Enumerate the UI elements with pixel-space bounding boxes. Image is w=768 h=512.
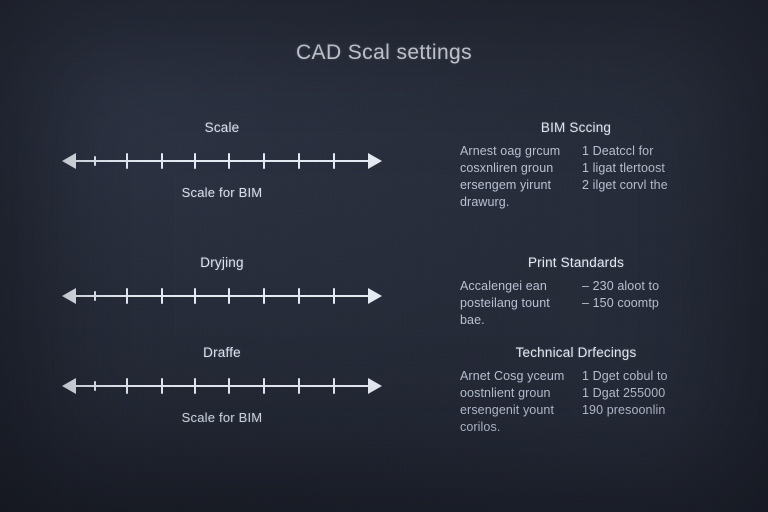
text-block-2-column-right: – 230 aloot to – 150 coomtp [582, 278, 692, 329]
text-block-2-column-left: Accalengei ean posteilang tount bae. [460, 278, 572, 329]
body-line: – 150 coomtp [582, 296, 659, 310]
body-line: 2 ilget corvl the [582, 178, 668, 192]
arrow-right-icon [368, 378, 382, 394]
text-block-3-column-right: 1 Dget cobul to 1 Dgat 255000 190 presoo… [582, 368, 692, 436]
axis-tick [263, 378, 265, 394]
axis-tick [228, 378, 230, 394]
axis-tick [228, 288, 230, 304]
scale-bar-1-axis [62, 148, 382, 174]
body-line: bae. [460, 313, 485, 327]
axis-tick [298, 153, 300, 169]
text-block-3-column-left: Arnet Cosg yceum oostnlient groun erseng… [460, 368, 572, 436]
body-line: – 230 aloot to [582, 279, 660, 293]
text-block-print-standards: Print Standards Accalengei ean posteilan… [460, 255, 692, 329]
body-line: Arnest oag grcum [460, 144, 561, 158]
body-line: 1 Dget cobul to [582, 369, 668, 383]
body-line: 1 Deatccl for [582, 144, 654, 158]
axis-tick [194, 153, 196, 169]
arrow-right-icon [368, 288, 382, 304]
text-block-1-body: Arnest oag grcum cosxnliren groun erseng… [460, 143, 692, 211]
body-line: ersengenit yount [460, 403, 555, 417]
axis-tick [94, 291, 96, 301]
arrow-left-icon [62, 288, 76, 304]
text-block-1-column-left: Arnest oag grcum cosxnliren groun erseng… [460, 143, 572, 211]
arrow-left-icon [62, 153, 76, 169]
axis-tick [263, 288, 265, 304]
scale-bar-3-caption: Scale for BIM [181, 410, 263, 425]
body-line: Arnet Cosg yceum [460, 369, 565, 383]
axis-tick [333, 378, 335, 394]
scale-bar-2: Dryjing [62, 255, 382, 309]
scale-bar-3-axis [62, 373, 382, 399]
page-title: CAD Scal settings [295, 41, 473, 64]
text-block-3-body: Arnet Cosg yceum oostnlient groun erseng… [460, 368, 692, 436]
scale-bar-2-label: Dryjing [200, 255, 244, 270]
body-line: oostnlient groun [460, 386, 551, 400]
axis-line [72, 160, 372, 162]
body-line: cosxnliren groun [460, 161, 554, 175]
axis-tick [126, 153, 128, 169]
arrow-left-icon [62, 378, 76, 394]
text-block-2-heading: Print Standards [527, 255, 625, 270]
axis-tick [263, 153, 265, 169]
axis-tick [194, 378, 196, 394]
body-line: 1 Dgat 255000 [582, 386, 666, 400]
body-line: posteilang tount [460, 296, 550, 310]
axis-tick [161, 288, 163, 304]
arrow-right-icon [368, 153, 382, 169]
axis-tick [161, 153, 163, 169]
body-line: drawurg. [460, 195, 510, 209]
body-line: corilos. [460, 420, 501, 434]
text-block-2-body: Accalengei ean posteilang tount bae. – 2… [460, 278, 692, 329]
text-block-1-column-right: 1 Deatccl for 1 ligat tlertoost 2 ilget … [582, 143, 692, 211]
body-line: ersengem yirunt [460, 178, 552, 192]
body-line: 190 presoonlin [582, 403, 666, 417]
axis-tick [94, 381, 96, 391]
text-block-bim-scaling: BIM Sccing Arnest oag grcum cosxnliren g… [460, 120, 692, 211]
axis-tick [333, 153, 335, 169]
scale-bar-3: Draffe Scale for BIM [62, 345, 382, 427]
scale-bar-1-caption: Scale for BIM [181, 185, 263, 200]
axis-tick [298, 378, 300, 394]
scale-bar-2-axis [62, 283, 382, 309]
text-block-1-heading: BIM Sccing [540, 120, 612, 135]
body-line: 1 ligat tlertoost [582, 161, 665, 175]
body-line: Accalengei ean [460, 279, 547, 293]
scale-bar-1: Scale Scale for BIM [62, 120, 382, 202]
scale-bar-1-label: Scale [204, 120, 240, 135]
axis-tick [94, 156, 96, 166]
axis-tick [298, 288, 300, 304]
axis-tick [126, 378, 128, 394]
axis-tick [161, 378, 163, 394]
scale-bar-3-label: Draffe [203, 345, 241, 360]
axis-tick [228, 153, 230, 169]
axis-tick [126, 288, 128, 304]
axis-line [72, 295, 372, 297]
text-block-3-heading: Technical Drfecings [515, 345, 637, 360]
text-block-technical-drawings: Technical Drfecings Arnet Cosg yceum oos… [460, 345, 692, 436]
axis-tick [194, 288, 196, 304]
axis-line [72, 385, 372, 387]
axis-tick [333, 288, 335, 304]
